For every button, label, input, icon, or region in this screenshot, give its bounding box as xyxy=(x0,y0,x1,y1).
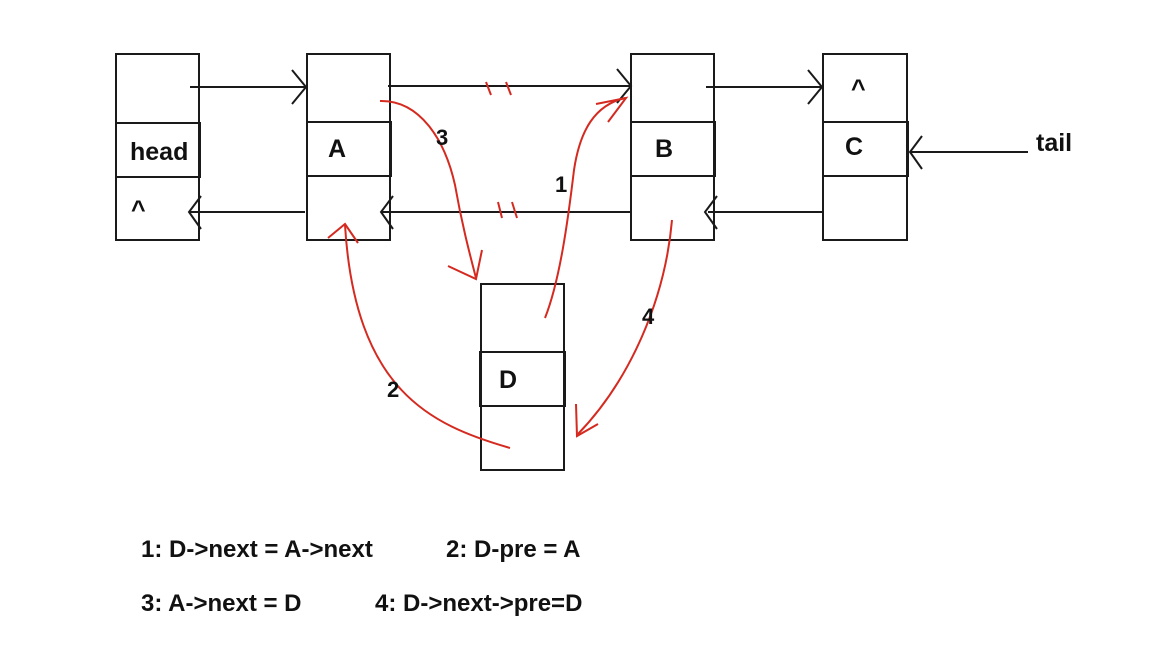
new-link-1-d-next-to-b xyxy=(544,96,629,319)
node-c-null-next: ^ xyxy=(851,75,866,103)
node-c-label: C xyxy=(845,133,863,161)
node-a-data-cell xyxy=(306,121,392,177)
next-arrow-head-to-a xyxy=(190,69,308,105)
next-arrow-a-to-b-old xyxy=(388,68,633,104)
node-head-label: head xyxy=(130,138,188,166)
tail-label: tail xyxy=(1036,129,1072,157)
node-a: A xyxy=(306,53,392,241)
node-b-label: B xyxy=(655,135,673,163)
step-label-3: 3 xyxy=(436,125,448,150)
caption-step-1: 1: D->next = A->next xyxy=(141,536,373,563)
prev-arrow-c-to-b xyxy=(703,195,822,230)
caption-step-2: 2: D-pre = A xyxy=(446,536,581,563)
break-mark xyxy=(511,201,518,219)
node-d-label: D xyxy=(499,366,517,394)
node-head-null-prev: ^ xyxy=(131,196,146,224)
break-mark xyxy=(497,201,503,219)
tail-pointer-arrow xyxy=(908,135,1028,170)
new-link-3-a-next-to-d xyxy=(379,99,483,281)
node-head-data-cell xyxy=(115,122,201,178)
node-d-data-cell xyxy=(479,351,566,407)
next-arrow-b-to-c xyxy=(706,69,824,105)
prev-arrow-a-to-head xyxy=(187,195,305,230)
node-head: head ^ xyxy=(115,53,201,241)
prev-arrow-b-to-a-old xyxy=(379,195,630,230)
caption-step-3: 3: A->next = D xyxy=(141,590,302,617)
node-c: C ^ xyxy=(822,53,909,241)
step-label-4: 4 xyxy=(642,304,655,329)
break-mark xyxy=(485,81,492,96)
new-link-4-b-pre-to-d xyxy=(575,219,673,438)
node-a-label: A xyxy=(328,135,346,163)
break-mark xyxy=(505,81,512,96)
node-b-data-cell xyxy=(630,121,716,177)
step-label-1: 1 xyxy=(555,172,567,197)
step-label-2: 2 xyxy=(387,377,399,402)
node-d: D xyxy=(479,283,566,471)
node-a-frame xyxy=(306,53,391,241)
node-c-data-cell xyxy=(822,121,909,177)
new-link-2-d-pre-to-a xyxy=(327,222,511,449)
node-b: B xyxy=(630,53,716,241)
caption-step-4: 4: D->next->pre=D xyxy=(375,590,583,617)
